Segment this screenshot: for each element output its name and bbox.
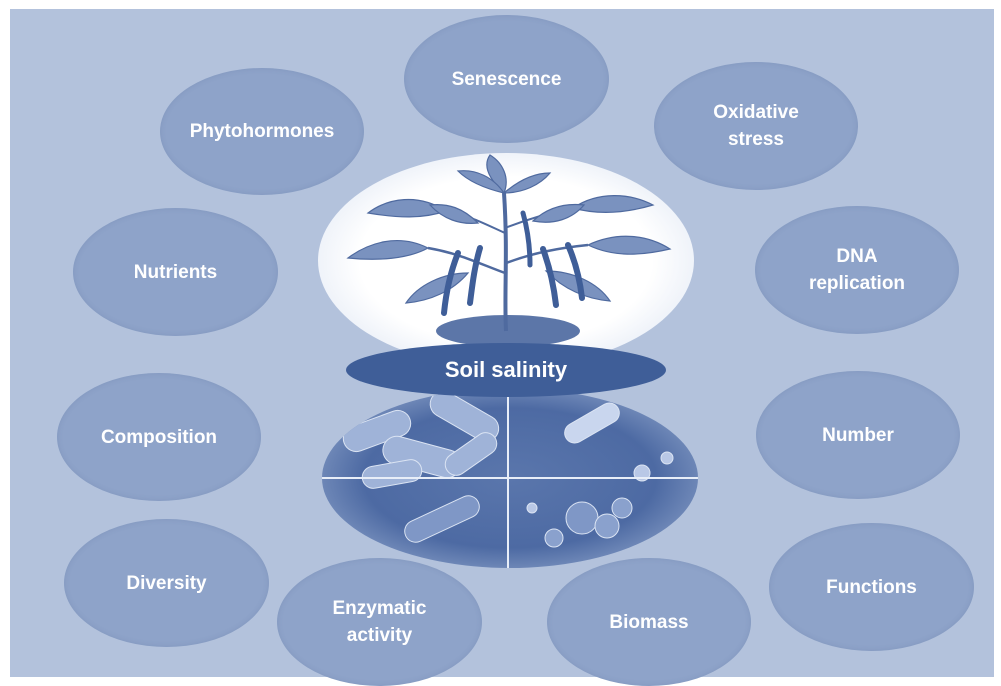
bubble-composition-label: Composition — [100, 426, 218, 448]
bubble-biomass-label: Biomass — [609, 611, 689, 633]
bubble-nutrients: Nutrients — [73, 208, 278, 336]
bubble-senescence-label: Senescence — [451, 68, 562, 90]
bubble-oxidative-stress: Oxidative stress — [654, 62, 858, 190]
bubble-phytohormones-label: Phytohormones — [189, 121, 335, 142]
bubble-phytohormones: Phytohormones — [160, 68, 364, 195]
soil-salinity-pill: Soil salinity — [346, 343, 666, 397]
bubble-dna-replication: DNA replication — [755, 206, 959, 334]
bubble-nutrients-label: Nutrients — [133, 261, 218, 283]
soil-salinity-label: Soil salinity — [444, 357, 568, 382]
bubble-functions-label: Functions — [826, 576, 917, 598]
bubble-senescence: Senescence — [404, 15, 609, 143]
bubble-oxidative-stress-label: Oxidative stress — [713, 102, 799, 150]
bubble-number: Number — [756, 371, 960, 499]
bubble-biomass: Biomass — [547, 558, 751, 686]
bubble-functions: Functions — [769, 523, 974, 651]
bubble-enzymatic-activity-label: Enzymatic activity — [332, 598, 427, 646]
bubble-enzymatic-activity: Enzymatic activity — [277, 558, 482, 686]
microbes-illustration — [322, 388, 698, 568]
bubble-number-label: Number — [822, 424, 894, 446]
bubble-diversity: Diversity — [64, 519, 269, 647]
bubble-dna-replication-label: DNA replication — [808, 246, 906, 294]
plant-illustration — [346, 154, 672, 347]
bubble-diversity-label: Diversity — [126, 572, 207, 594]
bubble-composition: Composition — [57, 373, 261, 501]
